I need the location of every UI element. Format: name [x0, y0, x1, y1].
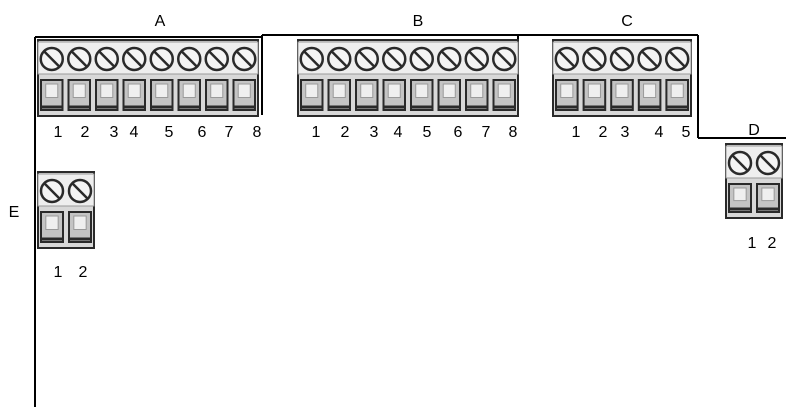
screw-icon	[464, 46, 489, 72]
terminal-block-d	[725, 143, 783, 219]
pin-number: 4	[394, 124, 403, 141]
terminal-block-c	[552, 39, 692, 117]
pin-number: 6	[454, 124, 463, 141]
screw-icon	[664, 46, 690, 72]
wire-entry-icon	[637, 79, 662, 111]
pin-number: 4	[130, 124, 139, 141]
wire-entry-icon	[610, 79, 634, 111]
wire-entry-icon	[150, 79, 174, 111]
screw-icon	[204, 46, 229, 72]
pin-number: 1	[572, 124, 581, 141]
pin-number: 8	[509, 124, 518, 141]
wire-entry-icon	[437, 79, 461, 111]
wire-entry-icon	[728, 183, 752, 213]
screw-icon	[39, 46, 64, 72]
screw-icon	[67, 178, 93, 204]
screw-icon	[492, 46, 517, 72]
pin-number: 5	[165, 124, 174, 141]
screw-icon	[637, 46, 662, 72]
screw-icon	[609, 46, 635, 72]
wire-entry-icon	[327, 79, 351, 111]
screw-icon	[94, 46, 119, 72]
wire-entry-icon	[68, 211, 92, 243]
screw-icon	[39, 178, 65, 204]
screw-icon	[299, 46, 324, 72]
pin-number: 6	[198, 124, 207, 141]
pin-number: 1	[312, 124, 321, 141]
wire-entry-icon	[410, 79, 434, 111]
wire-entry-icon	[122, 79, 146, 111]
screw-icon	[409, 46, 434, 72]
screw-icon	[149, 46, 174, 72]
screw-icon	[755, 150, 781, 176]
screw-icon	[177, 46, 202, 72]
pin-number: 3	[110, 124, 119, 141]
pin-number: 5	[423, 124, 432, 141]
terminal-block-e	[37, 171, 95, 249]
pin-number: 2	[79, 264, 88, 281]
wire-entry-icon	[555, 79, 579, 111]
wire-entry-icon	[40, 79, 64, 111]
wire-entry-icon	[232, 79, 256, 111]
wire-entry-icon	[355, 79, 379, 111]
pin-number: 7	[225, 124, 234, 141]
terminal-block-b	[297, 39, 519, 117]
wire-entry-icon	[492, 79, 516, 111]
screw-icon	[67, 46, 92, 72]
wire-entry-icon	[67, 79, 91, 111]
wire-entry-icon	[582, 79, 607, 111]
wire-entry-icon	[300, 79, 324, 111]
connector-label-a: A	[155, 13, 166, 30]
pin-number: 3	[370, 124, 379, 141]
pin-number: 8	[253, 124, 262, 141]
pin-number: 3	[621, 124, 630, 141]
wire-entry-icon	[177, 79, 201, 111]
screw-icon	[582, 46, 607, 72]
terminal-blocks	[37, 39, 783, 249]
wire-entry-icon	[95, 79, 119, 111]
wire-entry-icon	[40, 211, 64, 243]
pin-number: 1	[748, 235, 757, 252]
wire-entry-icon	[382, 79, 406, 111]
pin-number: 2	[341, 124, 350, 141]
pin-number: 7	[482, 124, 491, 141]
connector-label-d: D	[748, 122, 760, 139]
screw-icon	[382, 46, 407, 72]
wire-entry-icon	[756, 183, 780, 213]
screw-icon	[727, 150, 753, 176]
pin-number: 2	[768, 235, 777, 252]
pin-number: 1	[54, 124, 63, 141]
pin-number: 2	[599, 124, 608, 141]
screw-icon	[122, 46, 147, 72]
wire-entry-icon	[665, 79, 690, 111]
pin-number: 1	[54, 264, 63, 281]
screw-icon	[327, 46, 352, 72]
connector-label-e: E	[9, 204, 20, 221]
terminal-block-a	[37, 39, 259, 117]
wire-entry-icon	[465, 79, 489, 111]
connector-label-c: C	[621, 13, 633, 30]
screw-icon	[437, 46, 462, 72]
pin-number: 2	[81, 124, 90, 141]
pin-number: 5	[682, 124, 691, 141]
screw-icon	[232, 46, 257, 72]
screw-icon	[554, 46, 580, 72]
pin-number: 4	[655, 124, 664, 141]
screw-icon	[354, 46, 379, 72]
wire-entry-icon	[205, 79, 229, 111]
connector-label-b: B	[413, 13, 424, 30]
